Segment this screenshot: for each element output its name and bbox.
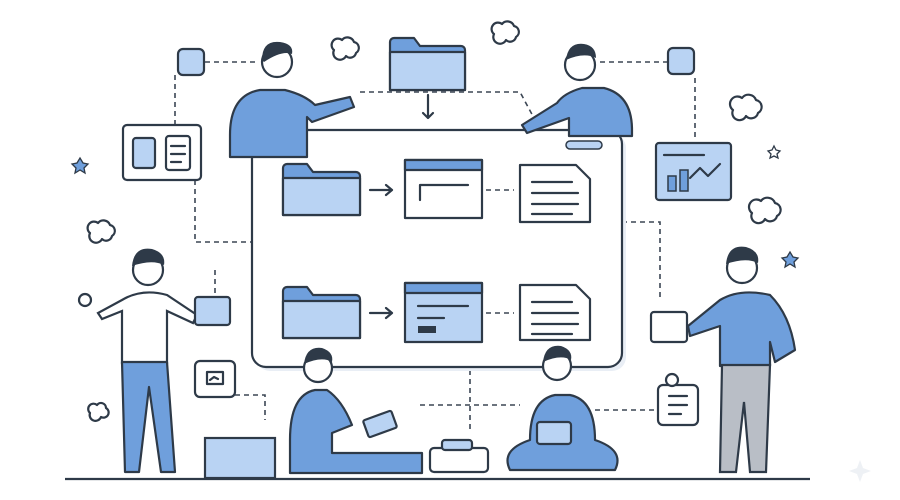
mug-icon: [649, 310, 689, 344]
person-pointing-right: [520, 43, 634, 138]
document-badge-icon: [656, 372, 700, 427]
top-folder-icon: [388, 36, 467, 120]
document-icon: [518, 163, 592, 224]
window-icon: [403, 158, 484, 220]
cloud-icons: [86, 20, 782, 422]
arrow-icon: [368, 306, 394, 320]
tablet-icon: [362, 409, 398, 439]
graph-icon: [205, 370, 225, 386]
square-icon: [666, 46, 696, 76]
person-standing-right: [686, 246, 797, 474]
person-sitting-tablet: [203, 347, 424, 480]
chart-icon: [654, 141, 733, 202]
person-sitting-laptop: [428, 345, 619, 474]
window-icon: [403, 281, 484, 344]
arrow-icon: [368, 183, 394, 197]
window-card-icon: [193, 359, 237, 399]
square-icon: [176, 47, 206, 77]
folder-icon: [281, 162, 362, 217]
document-icon: [518, 283, 592, 342]
devices-card: [121, 123, 203, 182]
person-pointing-left: [228, 41, 356, 159]
person-standing-left: [77, 248, 199, 474]
mug-icon: [193, 295, 232, 327]
star-icons: [70, 144, 871, 482]
laptop-icon: [535, 420, 573, 446]
folder-icon: [281, 285, 362, 340]
